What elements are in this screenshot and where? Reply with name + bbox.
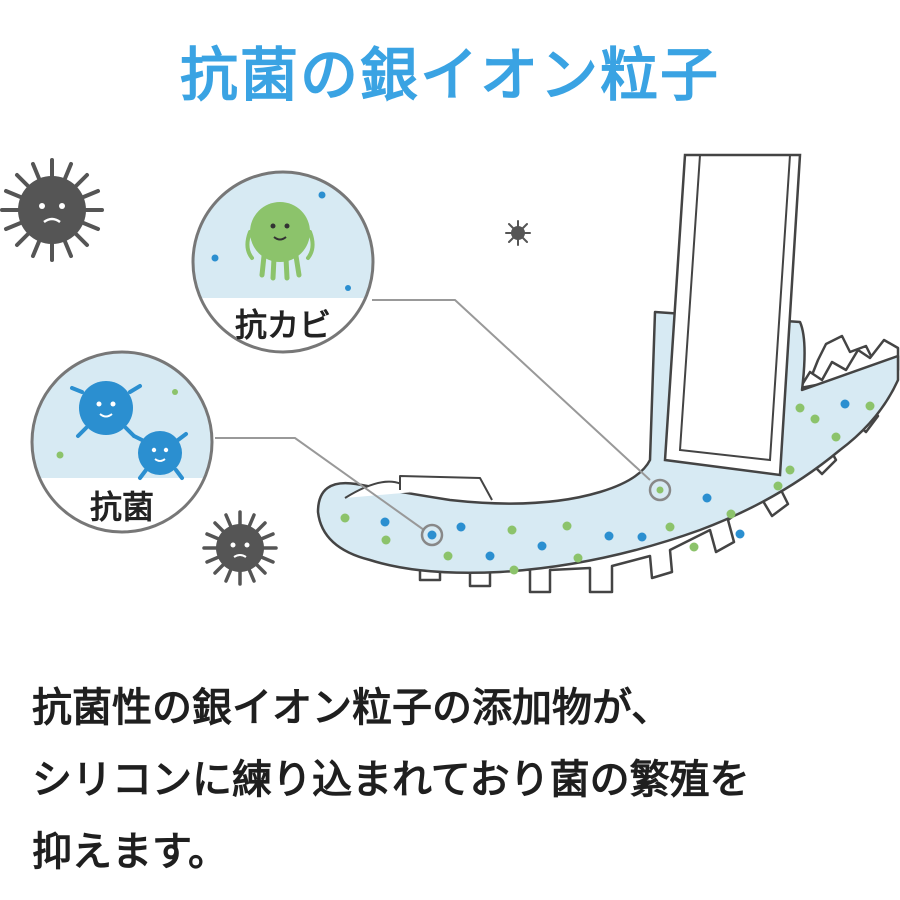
callout-leader-lines bbox=[215, 299, 672, 547]
bacteria-callout-label: 抗菌 bbox=[90, 488, 154, 526]
mold-callout: 抗カビ bbox=[191, 170, 375, 354]
page-title: 抗菌の銀イオン粒子 bbox=[179, 41, 720, 109]
silver-ion-particles bbox=[340, 399, 875, 575]
germ-icon bbox=[0, 158, 104, 262]
bacteria-callout: 抗菌 bbox=[30, 350, 214, 534]
germ-icon bbox=[505, 220, 531, 246]
silicone-body bbox=[316, 310, 900, 594]
description-line: 抗菌性の銀イオン粒子の添加物が、 bbox=[32, 685, 672, 731]
mold-callout-label: 抗カビ bbox=[235, 306, 331, 344]
description-text: 抗菌性の銀イオン粒子の添加物が、 シリコンに練り込まれており菌の繁殖を 抑えます… bbox=[32, 672, 872, 888]
description-line: 抑えます。 bbox=[32, 829, 228, 875]
blue-bacteria-character-icon bbox=[70, 381, 188, 480]
germ-icon bbox=[202, 510, 278, 586]
green-mold-character-icon bbox=[245, 202, 315, 281]
handle-wall bbox=[663, 153, 802, 477]
description-line: シリコンに練り込まれており菌の繁殖を bbox=[32, 757, 750, 803]
